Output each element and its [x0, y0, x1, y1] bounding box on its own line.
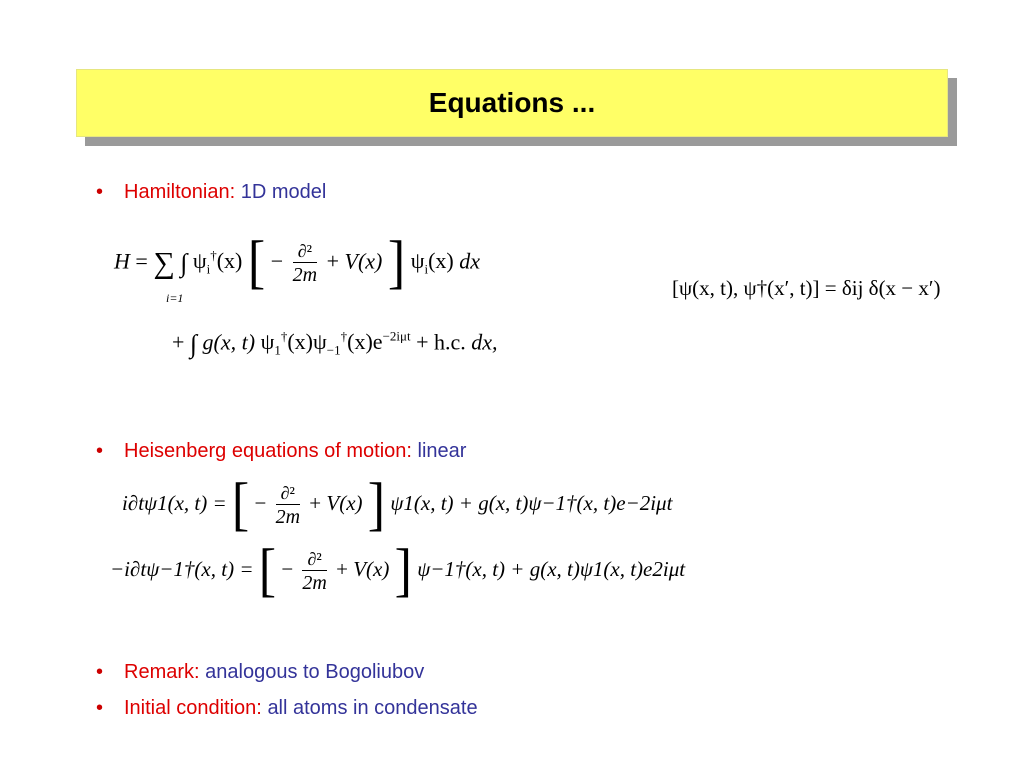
left-bracket: [ [231, 471, 250, 538]
bullet-label: Remark: [124, 661, 200, 683]
bullet-initial-condition: • Initial condition: all atoms in condens… [96, 697, 478, 720]
fraction-numerator: ∂² [292, 242, 318, 263]
coupling-term: g(x, t) [202, 329, 256, 355]
bullet-icon: • [96, 181, 104, 203]
bullet-remark: • Remark: analogous to Bogoliubov [96, 661, 424, 684]
fraction-denominator: 2m [275, 505, 301, 528]
bullet-icon: • [96, 661, 104, 683]
bullet-hamiltonian: • Hamiltonian: 1D model [96, 181, 326, 204]
bullet-value: 1D model [240, 181, 327, 203]
hermitian-conjugate: + h.c. [416, 329, 466, 355]
bullet-label: Hamiltonian: [124, 181, 236, 203]
fraction-denominator: 2m [302, 571, 327, 594]
right-bracket: ] [394, 537, 412, 604]
potential-term: V(x) [344, 248, 383, 274]
fraction-numerator: ∂² [275, 484, 301, 505]
kinetic-fraction: ∂² 2m [302, 550, 327, 594]
differential: dx [459, 248, 481, 274]
equation-lhs: −i∂tψ−1†(x, t) = [110, 557, 254, 582]
bullet-label: Initial condition: [124, 697, 262, 719]
left-bracket: [ [258, 537, 277, 604]
bullet-label: Heisenberg equations of motion: [124, 440, 412, 462]
sum-symbol: ∑ [153, 246, 175, 280]
equation-lhs: i∂tψ1(x, t) = [122, 491, 227, 516]
kinetic-fraction: ∂² 2m [292, 242, 318, 286]
integral-symbol: ∫ [189, 329, 198, 359]
bullet-icon: • [96, 440, 104, 462]
title-banner: Equations ... [76, 69, 948, 137]
page-title: Equations ... [428, 87, 596, 118]
right-bracket: ] [387, 229, 406, 296]
potential-term: V(x) [353, 557, 390, 582]
fraction-denominator: 2m [292, 263, 318, 286]
equation-rhs: ψ1(x, t) + g(x, t)ψ−1†(x, t)e−2iμt [390, 491, 673, 516]
bullet-value: linear [417, 440, 467, 462]
right-bracket: ] [367, 471, 386, 538]
bullet-value: analogous to Bogoliubov [205, 661, 425, 683]
bullet-icon: • [96, 697, 104, 719]
bullet-value: all atoms in condensate [267, 697, 478, 719]
heisenberg-equation-1: i∂tψ1(x, t) = [ − ∂² 2m + V(x) ] ψ1(x, t… [122, 471, 673, 538]
fraction-numerator: ∂² [302, 550, 327, 571]
integral-symbol: ∫ [180, 248, 188, 278]
potential-term: V(x) [326, 491, 363, 516]
commutator-relation: [ψ(x, t), ψ†(x′, t)] = δij δ(x − x′) [672, 276, 941, 300]
heisenberg-equation-2: −i∂tψ−1†(x, t) = [ − ∂² 2m + V(x) ] ψ−1†… [110, 537, 686, 604]
hamiltonian-symbol: H [114, 248, 130, 274]
hamiltonian-equation-line2: + ∫ g(x, t) ψ1†(x)ψ−1†(x)e−2iμt + h.c. d… [172, 329, 498, 359]
equation-rhs: ψ−1†(x, t) + g(x, t)ψ1(x, t)e2iμt [417, 557, 686, 582]
kinetic-fraction: ∂² 2m [275, 484, 301, 528]
bullet-heisenberg: • Heisenberg equations of motion: linear [96, 440, 466, 463]
left-bracket: [ [247, 229, 266, 296]
sum-subscript: i=1 [166, 291, 184, 305]
line-end: dx, [471, 329, 498, 355]
hamiltonian-equation-line1: H = ∑ ∫ ψi†(x) [ − ∂² 2m + V(x) ] ψi(x) … [114, 229, 481, 296]
